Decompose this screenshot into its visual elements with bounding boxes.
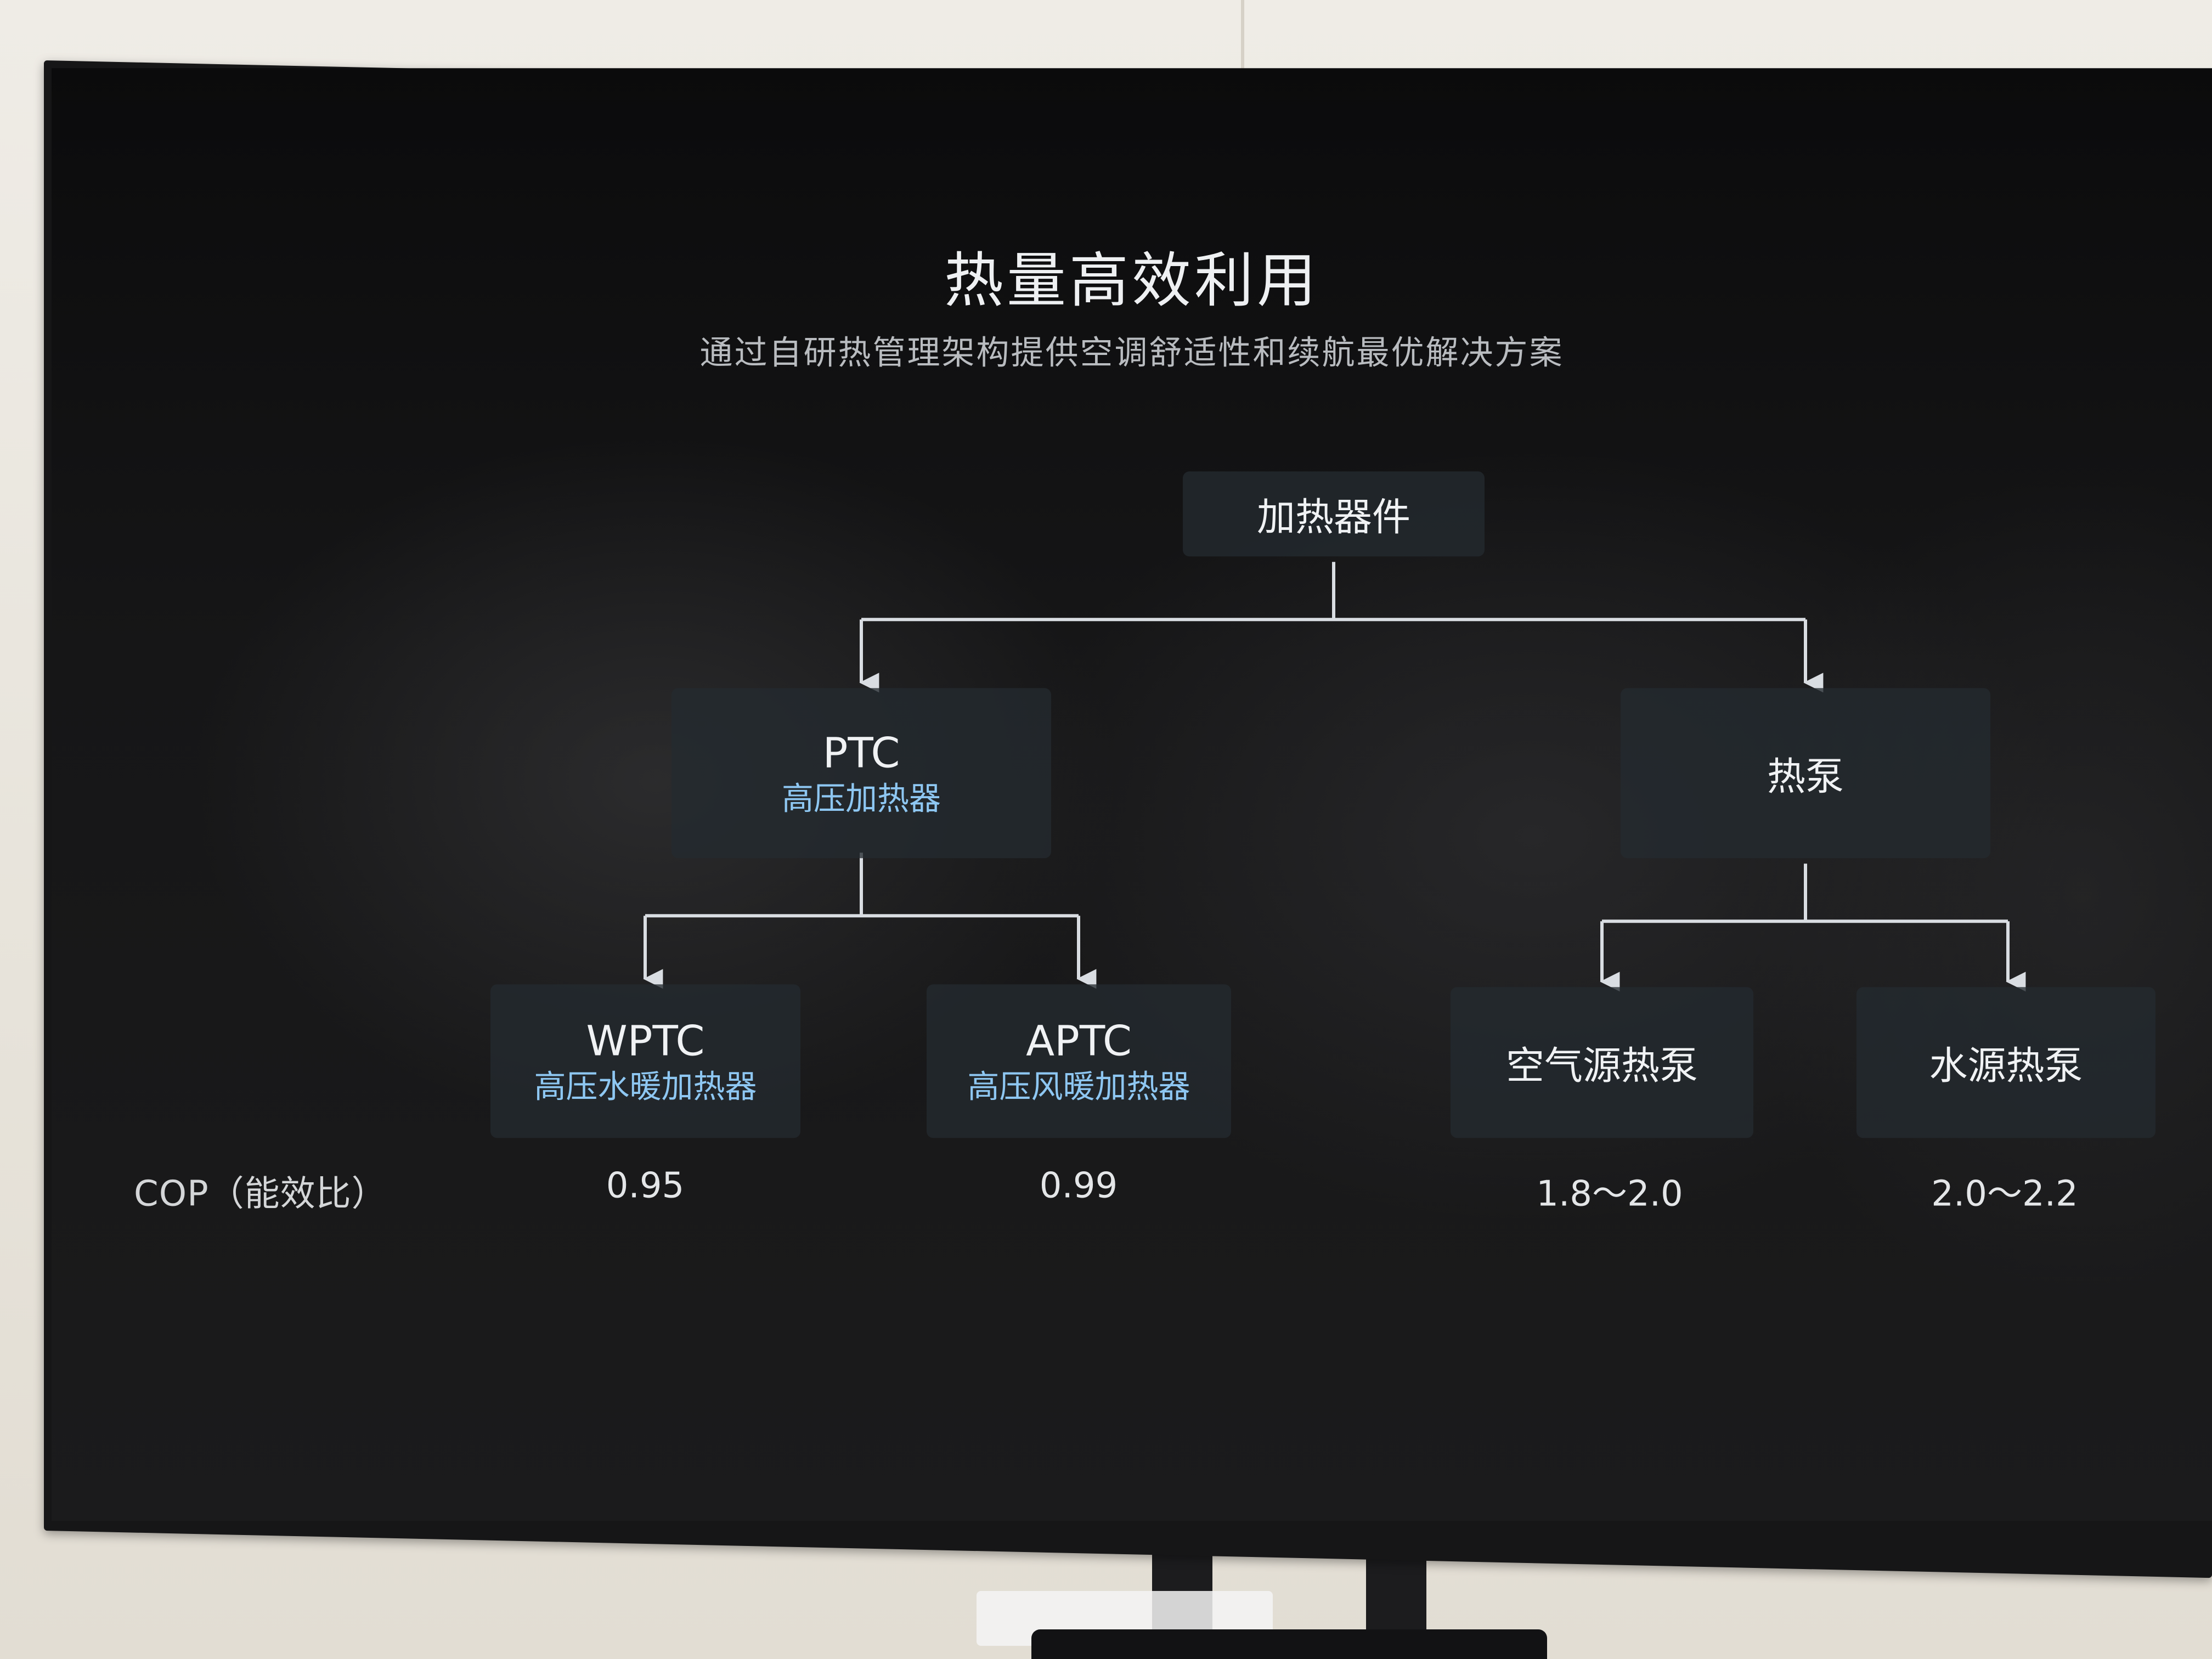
node-water-source-heat-pump: 水源热泵 (1857, 987, 2155, 1138)
node-root: 加热器件 (1183, 471, 1485, 557)
node-aptc-title: APTC (1026, 1015, 1132, 1065)
node-ptc-title: PTC (822, 727, 900, 777)
stand-base (1031, 1629, 1547, 1659)
wall-seam (1241, 0, 1244, 71)
cop-value-wptc: 0.95 (606, 1165, 685, 1206)
node-aptc: APTC 高压风暖加热器 (927, 984, 1231, 1138)
tv-monitor: 热量高效利用 通过自研热管理架构提供空调舒适性和续航最优解决方案 (44, 60, 2212, 1578)
node-wptc-subtitle: 高压水暖加热器 (534, 1068, 757, 1105)
node-wptc-title: WPTC (586, 1015, 705, 1065)
node-heat-pump: 热泵 (1621, 688, 1990, 859)
node-air-source-label: 空气源热泵 (1506, 1043, 1698, 1088)
node-ptc-subtitle: 高压加热器 (781, 780, 941, 817)
presentation-slide: 热量高效利用 通过自研热管理架构提供空调舒适性和续航最优解决方案 (52, 68, 2212, 1521)
node-water-source-label: 水源热泵 (1929, 1043, 2083, 1088)
cop-value-air-source: 1.8～2.0 (1536, 1173, 1683, 1215)
node-root-label: 加热器件 (1257, 494, 1410, 540)
node-ptc: PTC 高压加热器 (672, 688, 1051, 859)
cop-value-water-source: 2.0～2.2 (1931, 1173, 2078, 1215)
node-wptc: WPTC 高压水暖加热器 (490, 984, 800, 1138)
cop-row-label: COP（能效比） (134, 1173, 387, 1215)
node-heat-pump-label: 热泵 (1767, 753, 1844, 799)
cop-value-aptc: 0.99 (1039, 1165, 1118, 1206)
node-aptc-subtitle: 高压风暖加热器 (967, 1068, 1190, 1105)
node-air-source-heat-pump: 空气源热泵 (1451, 987, 1753, 1138)
tree-connectors (643, 562, 2026, 992)
